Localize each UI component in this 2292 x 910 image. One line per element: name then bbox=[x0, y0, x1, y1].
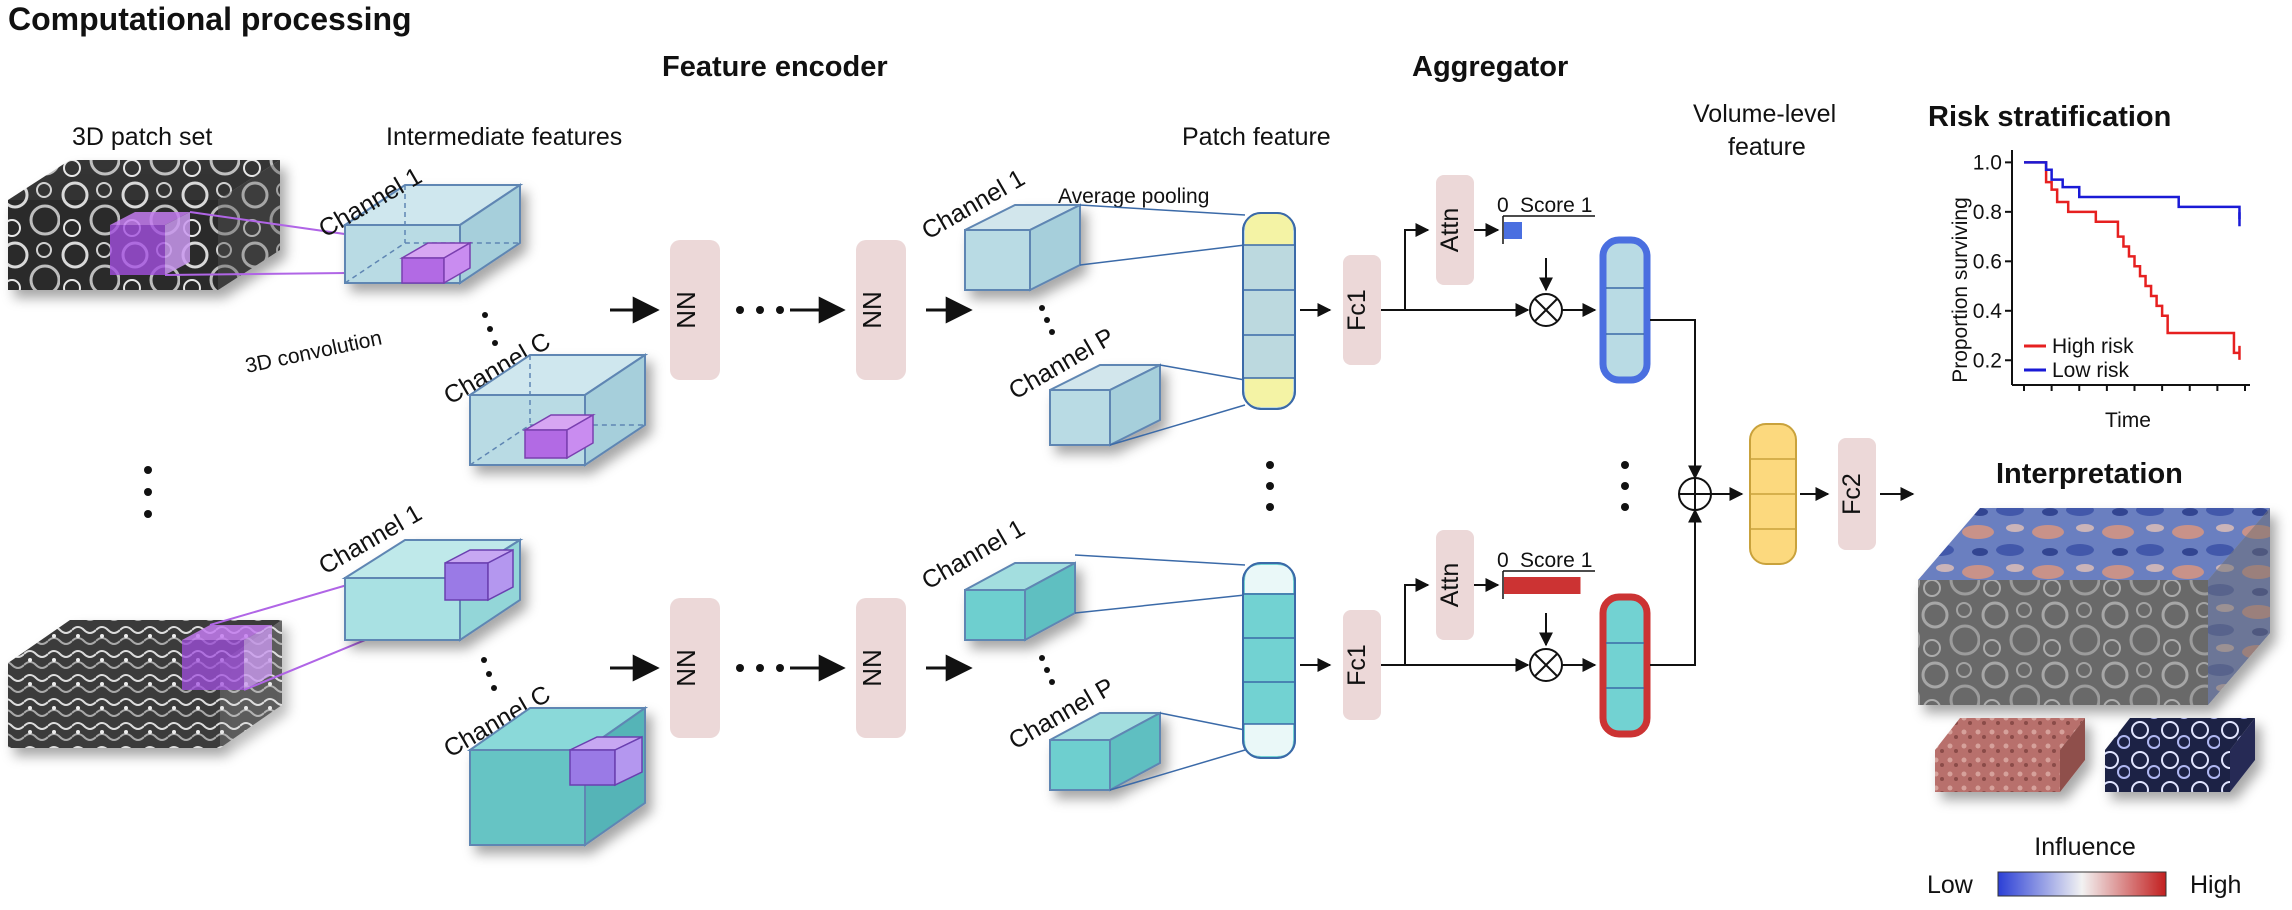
ellipsis-dots bbox=[481, 657, 497, 691]
ellipsis-dots bbox=[1039, 655, 1055, 685]
x-axis-label: Time bbox=[2105, 409, 2151, 432]
nn-block bbox=[856, 240, 906, 380]
score-label: Score 1 bbox=[1520, 194, 1592, 217]
y-tick-label: 0.8 bbox=[1973, 201, 2002, 224]
ellipsis-dots bbox=[1039, 305, 1055, 335]
influence-high-label: High bbox=[2190, 871, 2241, 899]
label-average-pooling: Average pooling bbox=[1058, 185, 1209, 208]
ellipsis-vertical-mid bbox=[1266, 461, 1274, 511]
weighted-feature-bottom bbox=[1599, 593, 1651, 738]
nn-chain-bottom: NN NN bbox=[610, 598, 973, 738]
pooling-lines-top bbox=[1079, 204, 1246, 446]
multiply-icon bbox=[1529, 293, 1563, 327]
pooling-lines-bottom bbox=[1074, 554, 1246, 791]
survival-chart: Proportion surviving Time 0.2 0.4 0.6 0.8 1.… bbox=[1949, 150, 2250, 432]
sum-icon bbox=[1678, 477, 1712, 511]
label-intermediate-features: Intermediate features bbox=[386, 123, 622, 151]
attention-score-bar bbox=[1504, 577, 1581, 594]
label-3d-convolution: 3D convolution bbox=[243, 327, 384, 378]
label-volume-level-1: Volume-level bbox=[1693, 100, 1836, 128]
influence-label: Influence bbox=[2034, 833, 2135, 861]
nn-label: NN bbox=[671, 649, 701, 687]
attn-label: Attn bbox=[1436, 208, 1464, 252]
fc1-block bbox=[1343, 255, 1381, 365]
nn-label: NN bbox=[857, 291, 887, 329]
attention-score-bar bbox=[1504, 222, 1522, 239]
low-influence-patch bbox=[1935, 718, 2085, 792]
section-interpretation: Interpretation bbox=[1996, 458, 2183, 490]
nn-block bbox=[856, 598, 906, 738]
attn-block bbox=[1436, 530, 1474, 640]
attn-label: Attn bbox=[1436, 563, 1464, 607]
fc1-block bbox=[1343, 610, 1381, 720]
score-zero: 0 bbox=[1497, 194, 1509, 217]
section-aggregator: Aggregator bbox=[1412, 51, 1568, 83]
feature-map-top-channel-1 bbox=[341, 183, 524, 285]
high-influence-patch bbox=[2105, 718, 2255, 792]
y-tick-label: 1.0 bbox=[1973, 151, 2002, 174]
fc2-block bbox=[1838, 438, 1876, 550]
survival-curve-high-risk bbox=[2024, 161, 2240, 355]
nn-label: NN bbox=[671, 291, 701, 329]
legend-label-low-risk: Low risk bbox=[2052, 359, 2130, 382]
score-zero: 0 bbox=[1497, 549, 1509, 572]
volume-level-feature-vector bbox=[1749, 423, 1797, 565]
y-tick-label: 0.2 bbox=[1973, 349, 2002, 372]
pool-cube-top-channel-1 bbox=[964, 203, 1081, 292]
y-tick-label: 0.6 bbox=[1973, 250, 2002, 273]
fc2-label: Fc2 bbox=[1838, 473, 1866, 515]
patch-feature-vector-top bbox=[1242, 212, 1296, 410]
section-feature-encoder: Feature encoder bbox=[662, 51, 888, 83]
nn-chain-top: NN NN bbox=[610, 240, 973, 380]
label-patch-set: 3D patch set bbox=[72, 123, 212, 151]
feature-map-bottom-channel-1 bbox=[341, 538, 524, 642]
main-title: Computational processing bbox=[8, 1, 412, 37]
label-patch-feature: Patch feature bbox=[1182, 123, 1331, 151]
feature-map-bottom-channel-c bbox=[466, 706, 649, 847]
feature-map-top-channel-c bbox=[466, 353, 649, 467]
y-axis-label: Proportion surviving bbox=[1949, 197, 1972, 383]
patch-feature-vector-bottom bbox=[1242, 562, 1296, 759]
fc1-label: Fc1 bbox=[1343, 644, 1371, 686]
aggregation-connectors bbox=[1650, 319, 1702, 666]
pool-cube-bottom-channel-1 bbox=[964, 561, 1076, 642]
nn-block bbox=[670, 598, 720, 738]
influence-low-label: Low bbox=[1927, 871, 1974, 899]
ellipsis-vertical-agg bbox=[1621, 461, 1629, 511]
interpretation-block bbox=[1918, 508, 2270, 705]
patch-highlight-top bbox=[110, 212, 190, 275]
pool-cube-bottom-channel-p bbox=[1049, 711, 1161, 792]
section-risk-stratification: Risk stratification bbox=[1928, 101, 2171, 133]
ellipsis-vertical-left bbox=[144, 466, 152, 518]
multiply-icon bbox=[1529, 648, 1563, 682]
aggregator-bottom: Fc1 Attn 0 Score 1 bbox=[1300, 530, 1651, 738]
influence-colorbar bbox=[1997, 871, 2167, 897]
fc1-label: Fc1 bbox=[1343, 289, 1371, 331]
chart-legend: High risk Low risk bbox=[2024, 335, 2134, 382]
y-tick-label: 0.4 bbox=[1973, 300, 2003, 323]
attn-block bbox=[1436, 175, 1474, 285]
weighted-feature-top bbox=[1599, 236, 1651, 384]
pool-cube-top-channel-p bbox=[1049, 363, 1161, 447]
aggregator-top: Fc1 Attn 0 Score 1 bbox=[1300, 175, 1651, 384]
survival-curve-low-risk bbox=[2024, 161, 2241, 220]
nn-label: NN bbox=[857, 649, 887, 687]
nn-block bbox=[670, 240, 720, 380]
legend-label-high-risk: High risk bbox=[2052, 335, 2134, 358]
score-label: Score 1 bbox=[1520, 549, 1592, 572]
patch-highlight-bottom bbox=[182, 625, 272, 690]
ellipsis-dots bbox=[482, 312, 498, 346]
label-volume-level-2: feature bbox=[1728, 133, 1806, 161]
